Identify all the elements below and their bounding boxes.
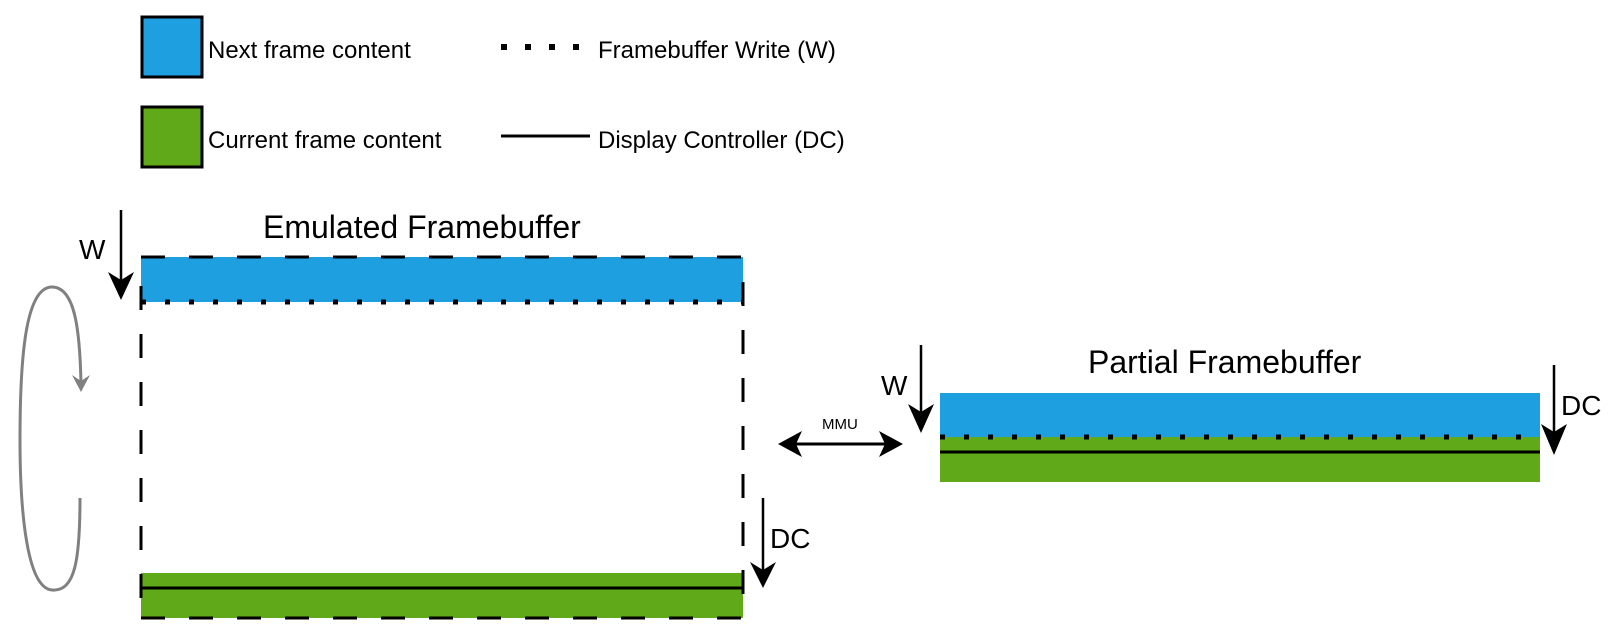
emulated-framebuffer-title: Emulated Framebuffer — [263, 209, 581, 245]
emulated-write-label: W — [79, 234, 106, 265]
emulated-framebuffer: Emulated Framebuffer W DC — [18, 209, 810, 620]
partial-dc-label: DC — [1561, 390, 1601, 421]
loop-cycle-arrow-icon — [18, 285, 90, 592]
legend-swatch-next-frame — [140, 15, 204, 79]
emulated-dc-arrow-icon — [750, 498, 776, 588]
partial-write-label: W — [881, 370, 908, 401]
partial-current-frame-band — [940, 437, 1540, 482]
legend-label-next-frame: Next frame content — [208, 37, 411, 64]
partial-write-arrow-icon — [908, 345, 934, 433]
mmu-label: MMU — [822, 416, 858, 433]
partial-framebuffer: Partial Framebuffer W DC — [881, 344, 1601, 482]
mmu-connector: MMU — [778, 416, 903, 457]
partial-framebuffer-title: Partial Framebuffer — [1088, 344, 1362, 380]
mmu-double-arrow-icon — [778, 431, 903, 457]
emulated-dc-label: DC — [770, 523, 810, 554]
legend: Next frame content Current frame content… — [140, 15, 845, 169]
legend-swatch-current-frame — [140, 105, 204, 169]
legend-label-current-frame: Current frame content — [208, 127, 442, 154]
partial-next-frame-band — [940, 393, 1540, 437]
emulated-current-frame-band — [141, 573, 743, 618]
legend-label-display-controller: Display Controller (DC) — [598, 127, 845, 154]
partial-dc-arrow-icon — [1541, 365, 1567, 455]
emulated-write-arrow-icon — [108, 210, 134, 300]
legend-label-fb-write: Framebuffer Write (W) — [598, 37, 836, 64]
emulated-next-frame-band — [141, 257, 743, 302]
